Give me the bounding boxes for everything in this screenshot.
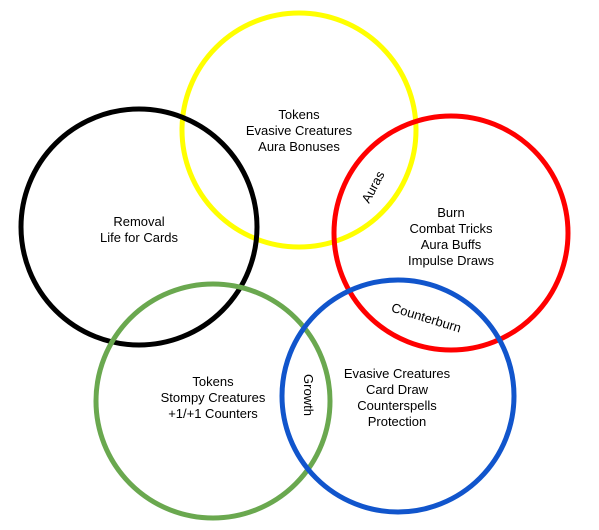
blue-circle-text: Evasive Creatures Card Draw Counterspell…	[344, 366, 451, 429]
red-line-1: Burn	[437, 205, 464, 220]
yellow-line-1: Tokens	[278, 107, 320, 122]
blue-line-4: Protection	[368, 414, 427, 429]
black-circle	[18, 106, 260, 348]
black-line-1: Removal	[113, 214, 164, 229]
overlap-label-counterburn: Counterburn	[390, 300, 464, 335]
red-line-3: Aura Buffs	[421, 237, 482, 252]
yellow-circle-text: Tokens Evasive Creatures Aura Bonuses	[246, 107, 353, 154]
black-circle-text: Removal Life for Cards	[100, 214, 179, 245]
red-circle-text: Burn Combat Tricks Aura Buffs Impulse Dr…	[408, 205, 494, 268]
yellow-circle	[179, 10, 419, 250]
overlap-label-auras: Auras	[358, 168, 387, 205]
blue-line-1: Evasive Creatures	[344, 366, 451, 381]
green-circle	[93, 281, 333, 521]
overlap-label-growth: Growth	[301, 374, 316, 416]
red-line-4: Impulse Draws	[408, 253, 494, 268]
green-circle-text: Tokens Stompy Creatures +1/+1 Counters	[161, 374, 266, 421]
yellow-line-3: Aura Bonuses	[258, 139, 340, 154]
blue-line-3: Counterspells	[357, 398, 437, 413]
yellow-line-2: Evasive Creatures	[246, 123, 353, 138]
red-line-2: Combat Tricks	[409, 221, 493, 236]
red-circle	[331, 113, 571, 353]
green-line-2: Stompy Creatures	[161, 390, 266, 405]
green-line-1: Tokens	[192, 374, 234, 389]
blue-line-2: Card Draw	[366, 382, 429, 397]
blue-circle	[279, 277, 517, 515]
green-line-3: +1/+1 Counters	[168, 406, 258, 421]
black-line-2: Life for Cards	[100, 230, 179, 245]
